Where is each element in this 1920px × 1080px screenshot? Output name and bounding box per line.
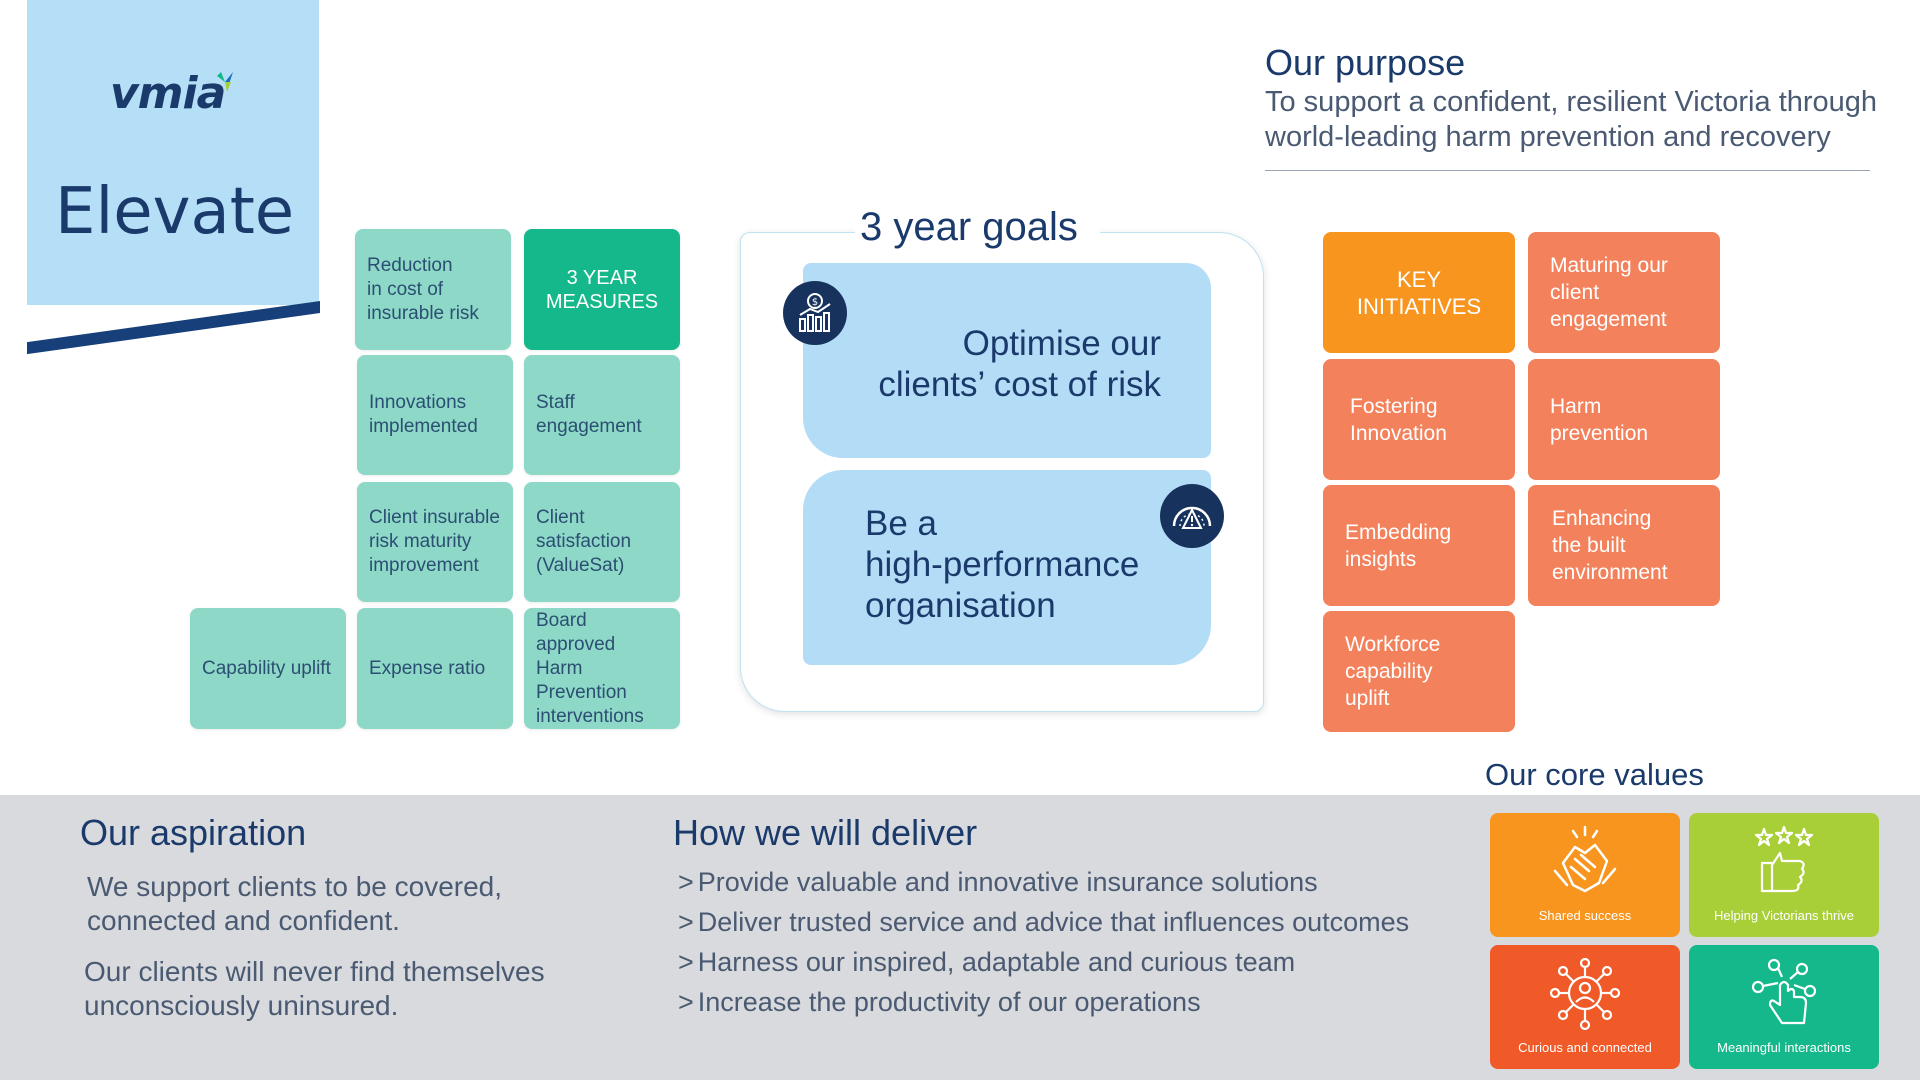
- measure-label: Expense ratio: [369, 657, 486, 679]
- thumbs-up-stars-icon: [1689, 823, 1879, 901]
- goal-text: Be a high-performance organisation: [865, 504, 1140, 625]
- measure-tile: Capability uplift: [190, 608, 346, 729]
- value-tile-meaningful-interactions: Meaningful interactions: [1689, 945, 1879, 1069]
- value-tile-shared-success: Shared success: [1490, 813, 1680, 937]
- page-title: Elevate: [55, 175, 295, 249]
- value-label: Shared success: [1538, 908, 1632, 923]
- bullet-marker: >: [678, 867, 694, 897]
- goal-card-cost-of-risk: Optimise our clients’ cost of risk: [803, 263, 1211, 458]
- measure-tile: Board approved Harm Prevention intervent…: [524, 608, 680, 729]
- measure-label: Capability uplift: [202, 657, 331, 679]
- measure-label: Board approved Harm Prevention intervent…: [536, 609, 644, 727]
- aspiration-paragraph: Our clients will never find themselves u…: [84, 956, 545, 1021]
- list-item: >Provide valuable and innovative insuran…: [678, 862, 1409, 902]
- measure-label: Client insurable risk maturity improveme…: [369, 507, 500, 576]
- initiative-tile: Workforce capability uplift: [1323, 611, 1515, 732]
- initiative-label: Harm prevention: [1550, 394, 1649, 445]
- initiative-tile: Embedding insights: [1323, 485, 1515, 606]
- initiative-label: Embedding insights: [1345, 520, 1452, 571]
- value-tile-helping-victorians: Helping Victorians thrive: [1689, 813, 1879, 937]
- measure-tile: Innovations implemented: [357, 355, 513, 475]
- measure-label: Reduction in cost of insurable risk: [367, 254, 479, 324]
- measure-tile: Staff engagement: [524, 355, 680, 475]
- measures-header-tile: 3 YEAR MEASURES: [524, 229, 680, 350]
- list-item: >Deliver trusted service and advice that…: [678, 902, 1409, 942]
- aspiration-paragraph: We support clients to be covered, connec…: [87, 871, 503, 936]
- initiatives-header-label: KEY INITIATIVES: [1356, 266, 1482, 319]
- measure-tile: Reduction in cost of insurable risk: [355, 229, 511, 350]
- goals-title: 3 year goals: [860, 205, 1078, 249]
- svg-text:$: $: [812, 297, 818, 308]
- aspiration-title: Our aspiration: [80, 812, 307, 853]
- initiative-tile: Fostering Innovation: [1323, 359, 1515, 480]
- measures-header-label: 3 YEAR MEASURES: [545, 266, 659, 313]
- initiatives-header-tile: KEY INITIATIVES: [1323, 232, 1515, 353]
- handshake-icon: [1490, 823, 1680, 901]
- bullet-marker: >: [678, 987, 694, 1017]
- initiative-tile: Enhancing the built environment: [1528, 485, 1720, 606]
- performance-gauge-icon: [1160, 484, 1224, 548]
- value-label: Helping Victorians thrive: [1714, 908, 1854, 923]
- elevate-header-tile: [27, 0, 320, 355]
- initiative-label: Maturing our client engagement: [1550, 254, 1668, 331]
- deliver-item-text: Increase the productivity of our operati…: [697, 987, 1201, 1017]
- measure-tile: Expense ratio: [357, 608, 513, 729]
- value-label: Curious and connected: [1518, 1040, 1652, 1055]
- initiative-label: Workforce capability uplift: [1345, 633, 1441, 710]
- vmia-logo: vmia: [110, 68, 226, 119]
- purpose-text: To support a confident, resilient Victor…: [1265, 86, 1878, 153]
- initiative-tile: Maturing our client engagement: [1528, 232, 1720, 353]
- measure-label: Innovations implemented: [369, 392, 478, 437]
- deliver-item-text: Harness our inspired, adaptable and curi…: [697, 947, 1296, 977]
- deliver-item-text: Deliver trusted service and advice that …: [697, 907, 1410, 937]
- initiative-label: Enhancing the built environment: [1552, 507, 1668, 584]
- purpose-divider: [1265, 170, 1870, 171]
- initiative-tile: Harm prevention: [1528, 359, 1720, 480]
- measure-label: Staff engagement: [536, 392, 642, 437]
- measure-tile: Client satisfaction (ValueSat): [524, 482, 680, 602]
- deliver-list: >Provide valuable and innovative insuran…: [678, 862, 1409, 1022]
- value-label: Meaningful interactions: [1717, 1040, 1851, 1055]
- deliver-item-text: Provide valuable and innovative insuranc…: [697, 867, 1318, 897]
- bullet-marker: >: [678, 907, 694, 937]
- goals-title-background: [855, 205, 1100, 255]
- initiative-label: Fostering Innovation: [1350, 394, 1447, 445]
- goal-card-high-performance: Be a high-performance organisation: [803, 470, 1211, 665]
- measure-label: Client satisfaction (ValueSat): [536, 507, 632, 576]
- measure-tile: Client insurable risk maturity improveme…: [357, 482, 513, 602]
- goal-text: Optimise our clients’ cost of risk: [878, 324, 1161, 404]
- list-item: >Harness our inspired, adaptable and cur…: [678, 942, 1409, 982]
- list-item: >Increase the productivity of our operat…: [678, 982, 1409, 1022]
- vmia-logo-mark-icon: [217, 72, 233, 92]
- values-title: Our core values: [1485, 757, 1704, 792]
- financial-chart-icon: $: [783, 281, 847, 345]
- hand-pointer-network-icon: [1689, 955, 1879, 1033]
- network-person-icon: [1490, 955, 1680, 1033]
- value-tile-curious-connected: Curious and connected: [1490, 945, 1680, 1069]
- deliver-title: How we will deliver: [673, 812, 978, 853]
- header-stripe: [27, 301, 320, 355]
- bullet-marker: >: [678, 947, 694, 977]
- purpose-title: Our purpose: [1265, 42, 1466, 83]
